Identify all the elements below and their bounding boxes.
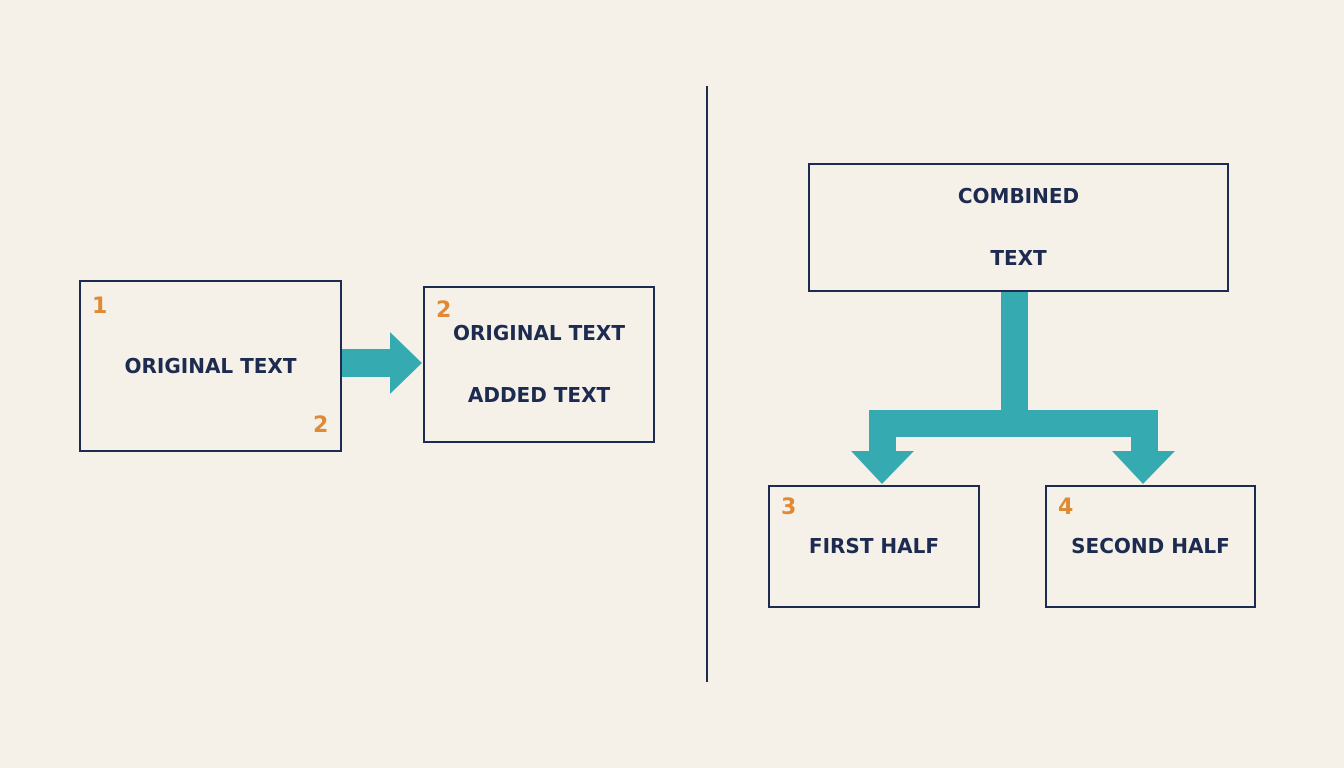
appended-text-line-original: ORIGINAL TEXT (453, 321, 625, 345)
appended-text-box: ORIGINAL TEXT ADDED TEXT (423, 286, 655, 443)
combined-text-content: COMBINED TEXT (958, 150, 1079, 305)
split-arrow-stem (1001, 291, 1028, 411)
original-text-box: ORIGINAL TEXT (79, 280, 342, 452)
split-arrow-bar (869, 410, 1158, 437)
step-number-2: 2 (436, 298, 452, 323)
second-half-box: SECOND HALF (1045, 485, 1256, 608)
step-number-3: 3 (781, 495, 797, 520)
second-half-label: SECOND HALF (1071, 534, 1230, 558)
combined-text-line-1: COMBINED (957, 184, 1080, 208)
step-number-1: 1 (92, 294, 108, 319)
combined-text-box: COMBINED TEXT (808, 163, 1229, 292)
split-arrow-left-drop (851, 410, 914, 484)
original-text-label: ORIGINAL TEXT (124, 353, 297, 378)
step-number-2-inner: 2 (313, 413, 329, 438)
appended-text-content: ORIGINAL TEXT ADDED TEXT (453, 287, 625, 442)
appended-text-line-added: ADDED TEXT (467, 383, 611, 407)
append-arrow (341, 332, 422, 394)
combined-text-line-2: TEXT (990, 246, 1047, 270)
split-arrow-right-drop (1112, 410, 1175, 484)
step-number-4: 4 (1058, 495, 1074, 520)
first-half-label: FIRST HALF (808, 534, 940, 558)
first-half-box: FIRST HALF (768, 485, 980, 608)
